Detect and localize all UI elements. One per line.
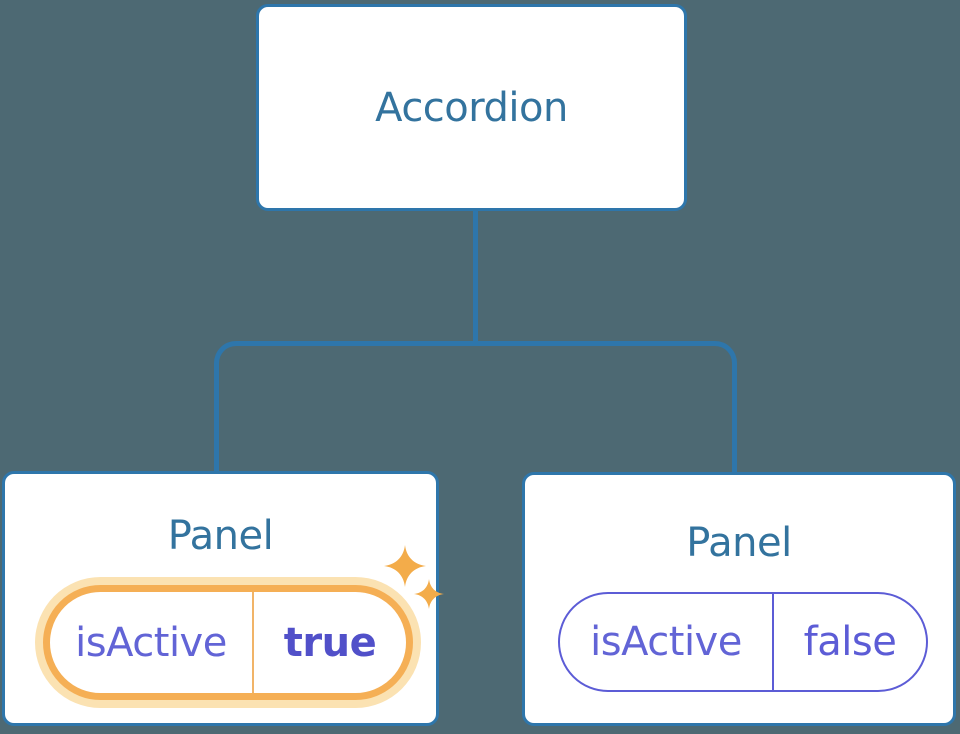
connector-stem (473, 208, 478, 346)
state-pill-inactive: isActive false (558, 592, 928, 692)
panel-title: Panel (167, 513, 274, 559)
sparkle-small-icon (414, 579, 444, 609)
sparkle-large-icon (384, 545, 426, 587)
pill-divider (252, 592, 254, 693)
panel-title: Panel (686, 520, 792, 566)
panel-node-active: Panel isActive true (2, 471, 444, 726)
accordion-label: Accordion (375, 84, 568, 131)
connector-bracket (214, 341, 737, 473)
accordion-node: Accordion (256, 4, 687, 211)
prop-value: true (283, 619, 377, 666)
prop-value: false (803, 619, 897, 665)
prop-name: isActive (75, 619, 227, 666)
state-pill-active: isActive true (43, 585, 413, 700)
prop-name: isActive (590, 619, 742, 665)
panel-node-inactive: Panel isActive false (522, 472, 956, 726)
pill-divider (772, 594, 774, 690)
